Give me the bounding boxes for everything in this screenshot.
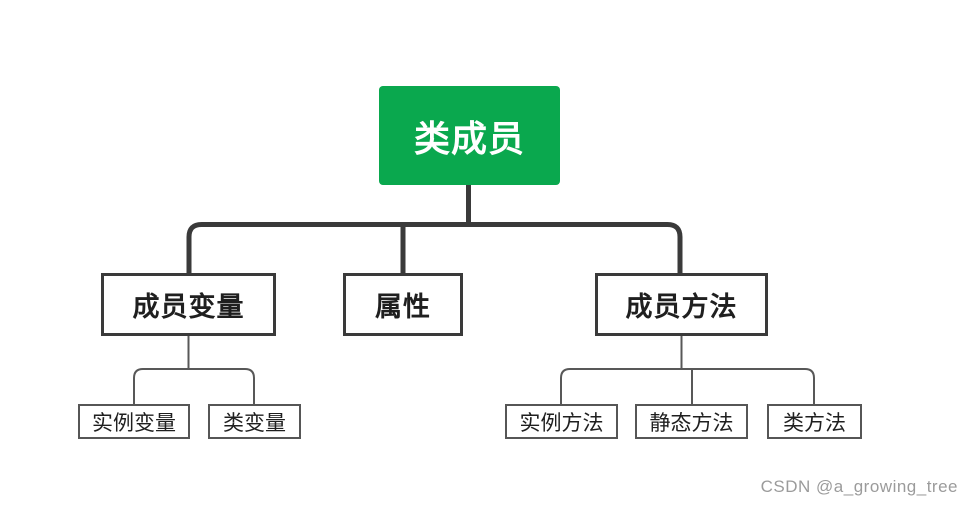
- connector-member-methods-bus: [560, 368, 815, 405]
- node-member-variable: 成员变量: [101, 273, 276, 336]
- connector-main-bus: [186, 222, 683, 274]
- node-instance-variable: 实例变量: [78, 404, 190, 439]
- node-static-method: 静态方法: [635, 404, 748, 439]
- node-class-variable: 类变量: [208, 404, 301, 439]
- node-attribute: 属性: [343, 273, 463, 336]
- node-class-method: 类方法: [767, 404, 862, 439]
- connector-member-vars-bus: [133, 368, 255, 405]
- node-class-member: 类成员: [379, 86, 560, 185]
- node-member-method: 成员方法: [595, 273, 768, 336]
- watermark: CSDN @a_growing_tree: [760, 477, 958, 496]
- node-instance-method: 实例方法: [505, 404, 618, 439]
